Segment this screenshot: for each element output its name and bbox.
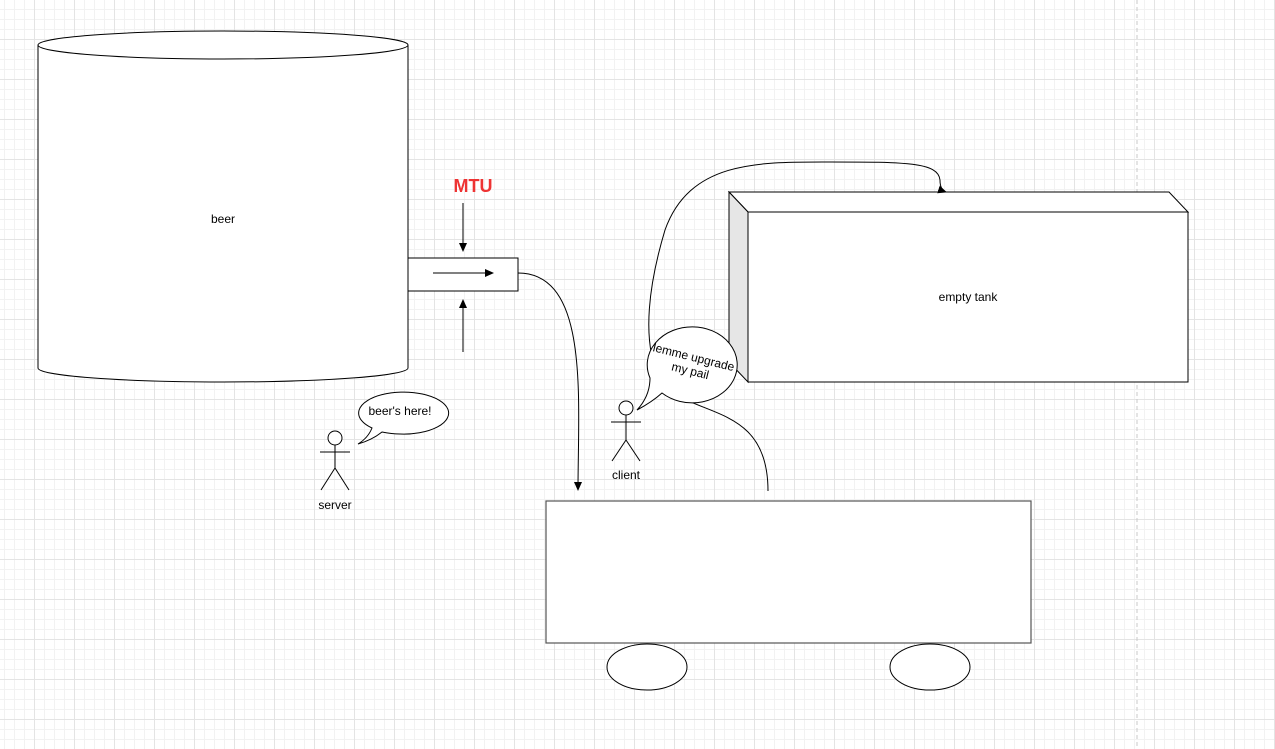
mtu-label: MTU (454, 176, 493, 196)
beer-tank-label: beer (211, 212, 235, 226)
server-speech-bubble[interactable]: beer's here! (357, 391, 450, 445)
pail-truck[interactable] (545, 500, 1032, 691)
client-label: client (612, 468, 641, 482)
server-speech-text: beer's here! (369, 404, 432, 418)
empty-tank-top-face (727, 191, 1190, 213)
empty-tank-front-face (747, 211, 1189, 383)
server-actor[interactable]: server (318, 430, 352, 512)
pipe[interactable] (407, 257, 519, 292)
pipe-to-pail-connector[interactable] (517, 272, 583, 491)
server-head (327, 430, 343, 446)
right-wheel (889, 643, 971, 691)
client-head (618, 400, 634, 416)
server-label: server (318, 498, 351, 512)
empty-tank[interactable]: empty tank (727, 190, 1190, 384)
beer-tank[interactable]: beer (37, 30, 409, 383)
client-speech-bubble[interactable]: lemme upgrade my pail (636, 326, 738, 411)
empty-tank-label: empty tank (939, 290, 999, 304)
client-actor[interactable]: client (611, 400, 641, 482)
pail-body (545, 500, 1032, 644)
left-wheel (606, 643, 688, 691)
